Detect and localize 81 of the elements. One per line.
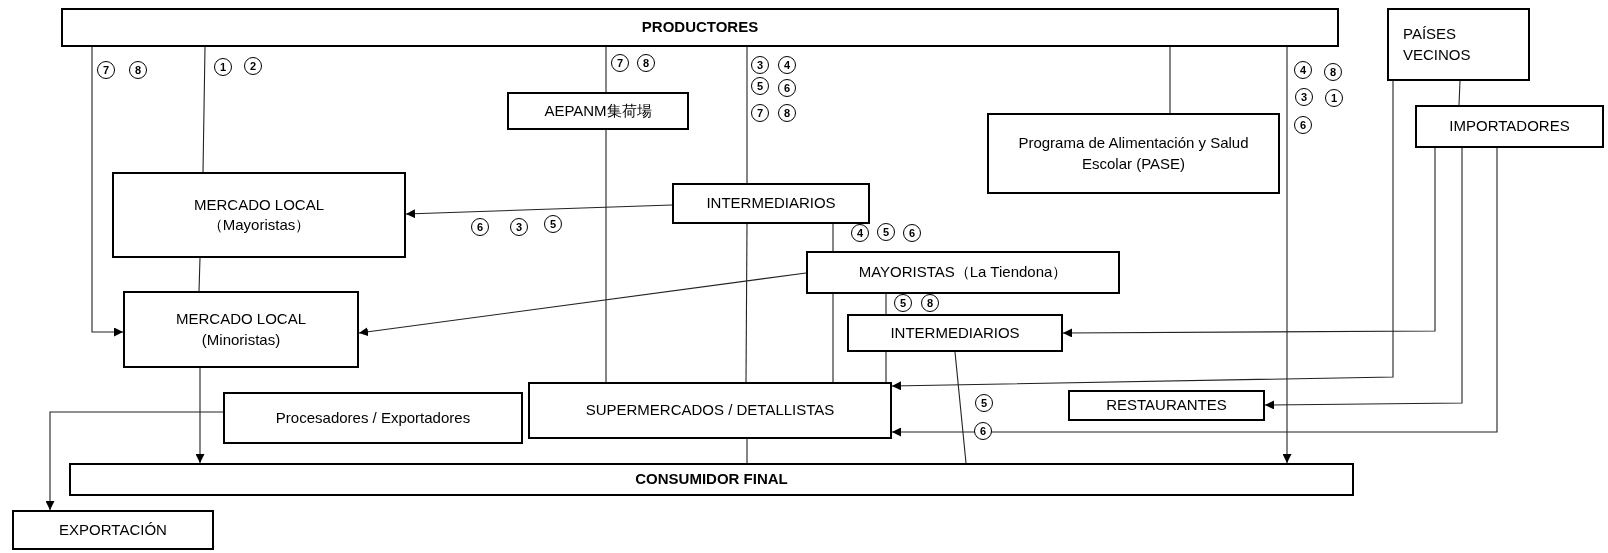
process-box xyxy=(112,172,406,258)
callout-number: 6 xyxy=(778,79,796,97)
process-box xyxy=(672,183,870,224)
callout-number: 6 xyxy=(471,218,489,236)
node-label: Programa de Alimentación y Salud Escolar (PASE) xyxy=(1017,133,1250,174)
arrow xyxy=(891,80,1394,391)
callout-number: 5 xyxy=(751,77,769,95)
node-label: MERCADO LOCAL (Minoristas) xyxy=(175,309,307,350)
process-box xyxy=(507,92,689,130)
arrow xyxy=(1062,147,1436,338)
process-box xyxy=(223,392,523,444)
callout-number: 8 xyxy=(129,61,147,79)
node-label: AEPANM集荷場 xyxy=(544,100,652,121)
connector-line xyxy=(832,223,834,252)
callout-number: 3 xyxy=(751,56,769,74)
callout-number: 7 xyxy=(751,104,769,122)
callout-number: 3 xyxy=(510,218,528,236)
node-label: Procesadores / Exportadores xyxy=(275,407,471,428)
arrow xyxy=(45,411,224,511)
connector-line xyxy=(746,438,748,464)
arrow xyxy=(195,367,205,464)
arrow xyxy=(358,272,807,337)
callout-number: 8 xyxy=(637,54,655,72)
node-label: SUPERMERCADOS / DETALLISTAS xyxy=(585,400,835,421)
callout-number: 7 xyxy=(611,54,629,72)
arrow xyxy=(891,147,1498,437)
callout-number: 7 xyxy=(97,61,115,79)
callout-number: 8 xyxy=(1324,63,1342,81)
connector-line xyxy=(1169,46,1171,114)
node-label: MERCADO LOCAL （Mayoristas） xyxy=(193,194,325,235)
connector-line xyxy=(885,351,887,383)
callout-number: 8 xyxy=(921,294,939,312)
process-box xyxy=(1387,8,1530,81)
process-box xyxy=(1415,105,1604,148)
arrow xyxy=(1264,147,1463,410)
node-label: CONSUMIDOR FINAL xyxy=(635,469,788,490)
callout-number: 4 xyxy=(851,224,869,242)
process-box xyxy=(123,291,359,368)
node-label: MAYORISTAS（La Tiendona） xyxy=(858,262,1068,283)
node-label: EXPORTACIÓN xyxy=(59,519,167,540)
node-label: INTERMEDIARIOS xyxy=(706,193,836,214)
callout-number: 3 xyxy=(1295,88,1313,106)
callout-number: 1 xyxy=(1325,89,1343,107)
process-box xyxy=(528,382,892,439)
connector-line xyxy=(745,223,748,383)
arrow xyxy=(405,204,673,219)
connector-line xyxy=(832,293,834,383)
callout-number: 4 xyxy=(778,56,796,74)
connector-line xyxy=(202,46,206,173)
callout-number: 6 xyxy=(903,224,921,242)
arrow xyxy=(91,46,124,337)
process-box xyxy=(69,463,1354,496)
connector-line xyxy=(605,46,607,93)
connector-line xyxy=(605,129,607,383)
arrow xyxy=(1282,46,1292,464)
node-label: RESTAURANTES xyxy=(1106,395,1227,416)
process-box xyxy=(61,8,1339,47)
connector-line xyxy=(746,46,748,184)
callout-number: 5 xyxy=(544,215,562,233)
process-box xyxy=(1068,390,1265,421)
process-box xyxy=(806,251,1120,294)
process-box xyxy=(987,113,1280,194)
callout-number: 5 xyxy=(975,394,993,412)
connector-line xyxy=(1458,80,1461,106)
callout-number: 6 xyxy=(1294,116,1312,134)
node-label: PAÍSES VECINOS xyxy=(1403,24,1472,65)
node-label: PRODUCTORES xyxy=(641,17,759,38)
connector-line xyxy=(954,351,967,464)
connector-line xyxy=(198,257,201,292)
callout-number: 4 xyxy=(1294,61,1312,79)
callout-number: 8 xyxy=(778,104,796,122)
callout-number: 5 xyxy=(877,223,895,241)
callout-number: 1 xyxy=(214,58,232,76)
node-label: IMPORTADORES xyxy=(1449,116,1570,137)
process-box xyxy=(847,314,1063,352)
callout-number: 2 xyxy=(244,57,262,75)
callout-number: 6 xyxy=(974,422,992,440)
process-box xyxy=(12,510,214,550)
callout-number: 5 xyxy=(894,294,912,312)
node-label: INTERMEDIARIOS xyxy=(890,322,1020,343)
connector-line xyxy=(885,293,887,315)
